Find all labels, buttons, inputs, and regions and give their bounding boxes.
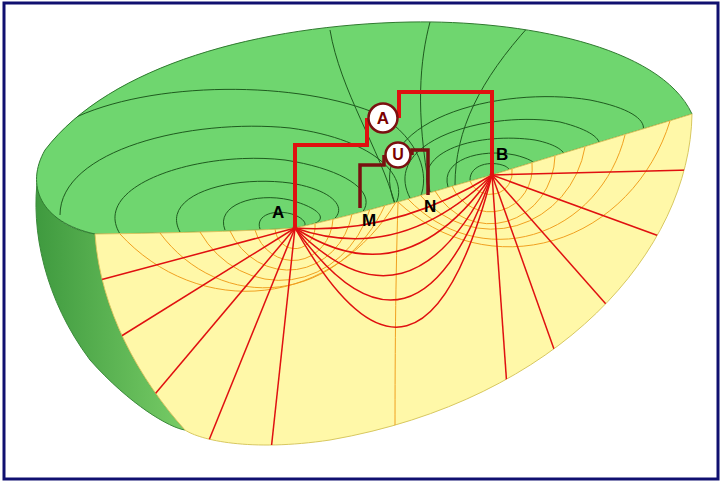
base-line xyxy=(135,478,620,480)
electrode-label: N xyxy=(424,198,436,215)
meter-symbol: A xyxy=(377,110,389,127)
electrode-label: M xyxy=(362,212,376,229)
current-wire xyxy=(295,118,367,228)
current-wire xyxy=(399,92,492,175)
electrode-label: A xyxy=(272,204,284,221)
voltmeter-circle: U xyxy=(384,141,412,169)
electrode xyxy=(293,226,298,231)
field-lines xyxy=(100,121,690,460)
frame xyxy=(4,3,718,479)
meter-symbol: U xyxy=(392,147,404,163)
ammeter-circle: A xyxy=(367,102,399,134)
electrode xyxy=(490,173,495,178)
surface-equipotentials xyxy=(60,22,643,234)
voltage-wire xyxy=(360,155,384,208)
voltage-wire xyxy=(412,150,428,195)
cross-section xyxy=(95,114,692,445)
electrode-label: B xyxy=(496,146,508,163)
